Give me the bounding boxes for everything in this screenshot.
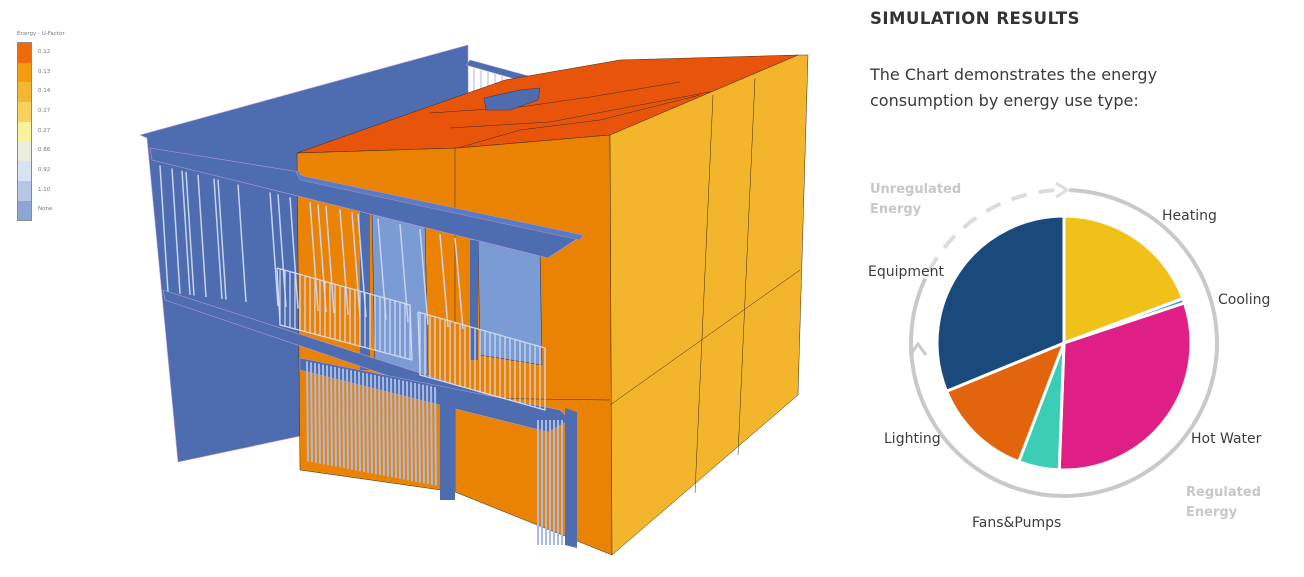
pie-slice-hot-water [1057,301,1193,472]
legend-item: 0.92 [32,160,52,180]
legend-swatch [18,141,31,162]
label-regulated-line2: Energy [1186,505,1238,520]
legend-label: 0.14 [38,88,51,95]
label-equipment: Equipment [868,264,945,280]
legend-swatch [18,43,31,63]
legend-swatch [18,180,31,201]
legend-label: 0.27 [38,127,51,134]
pie-slices [935,214,1193,472]
arrow-head-top-icon [1055,181,1070,199]
pie-slice-heating [1062,214,1185,346]
label-hot-water: Hot Water [1191,431,1262,447]
legend-title: Energy - U-Factor [17,31,65,37]
regulated-energy-arc [909,188,1219,498]
legend-item: 0.86 [32,140,52,160]
legend-swatch [18,161,31,181]
label-unregulated-line2: Energy [870,202,922,217]
building-energy-model [139,44,809,556]
legend-label: 0.12 [38,48,51,55]
legend-item: 0.13 [32,62,52,82]
label-unregulated-line1: Unregulated [870,182,961,197]
label-heating: Heating [1162,208,1217,224]
results-description: The Chart demonstrates the energy consum… [870,65,1158,110]
label-cooling: Cooling [1218,292,1270,308]
side-facade-right [609,54,809,556]
legend-label: 1.10 [38,186,51,193]
legend-label: 0.17 [38,107,51,114]
legend-label: 0.86 [38,147,51,154]
label-regulated-line1: Regulated [1186,485,1261,500]
results-title: SIMULATION RESULTS [870,9,1080,28]
legend-item: 0.17 [32,101,52,121]
energy-pie-chart: Heating Cooling Hot Water Fans&Pumps Lig… [868,181,1270,531]
label-lighting: Lighting [884,431,941,447]
legend-item: 1.10 [32,180,52,200]
legend-swatch [18,62,31,83]
skylight [483,87,541,111]
label-fans-pumps: Fans&Pumps [972,515,1061,531]
legend-label: None [38,206,53,213]
pie-slice-equipment [935,214,1066,394]
legend-item: None [32,200,52,220]
legend-swatch [18,200,31,221]
legend-swatch [18,102,31,122]
legend-swatch [18,82,31,103]
legend-item: 0.27 [32,121,52,141]
arrow-head-left-icon [908,341,928,356]
legend-item: 0.14 [32,81,52,101]
simulation-results-panel: SIMULATION RESULTS The Chart demonstrate… [870,0,1304,577]
legend-item: 0.12 [32,42,52,62]
legend-color-scale [17,42,32,222]
legend-label: 0.92 [38,166,51,173]
legend-swatch [18,121,31,142]
legend-label: 0.13 [38,68,51,75]
pie-slice-lighting [944,340,1067,464]
